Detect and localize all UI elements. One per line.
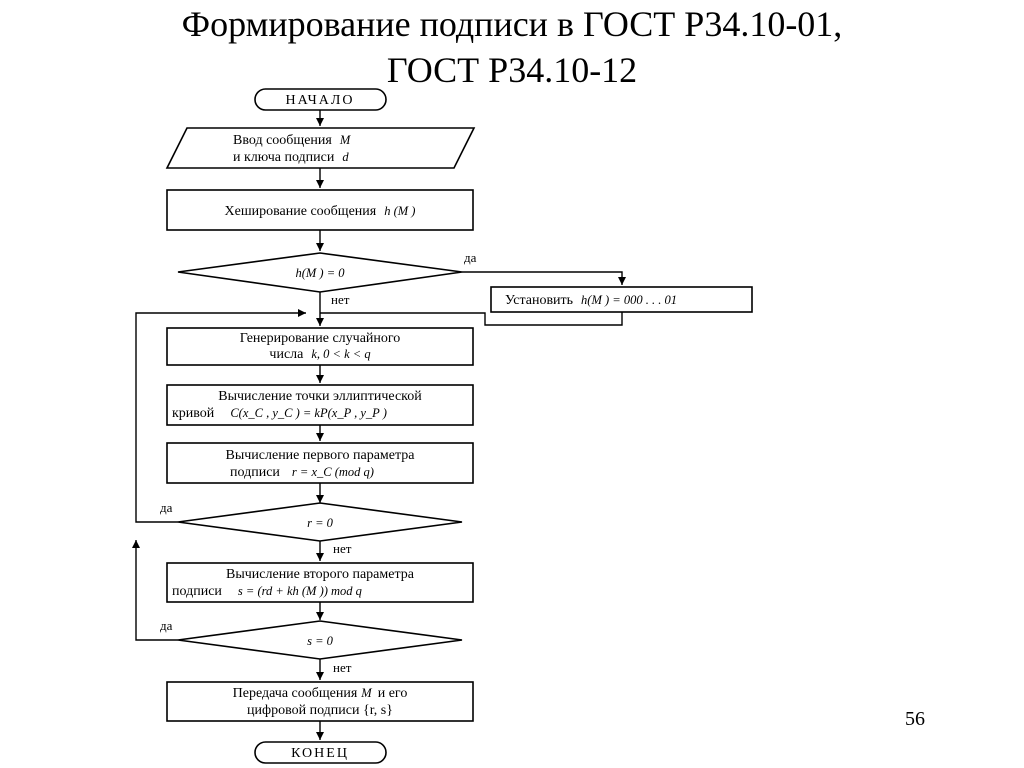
point-line-1: Вычисление точки эллиптической [218,389,422,404]
check-h-condition: h(M ) = 0 [295,266,345,280]
start-terminator: НАЧАЛО [254,88,387,111]
end-label: КОНЕЦ [291,746,349,761]
check-r-decision: r = 0 да нет [160,500,463,556]
slide-title-line-2: ГОСТ Р34.10-12 [386,50,638,90]
loop-r-zero-yes [135,309,306,523]
r-param-line-1: Вычисление первого параметра [226,448,416,463]
check-h-no-label: нет [331,292,350,307]
end-terminator: КОНЕЦ [254,741,387,764]
check-s-yes-label: да [160,618,173,633]
loop-s-zero-yes [132,540,178,641]
arrow-set-h-return [320,312,623,326]
check-r-no-label: нет [333,541,352,556]
check-s-no-label: нет [333,660,352,675]
check-r-yes-label: да [160,500,173,515]
gen-k-line-1: Генерирование случайного [240,331,401,346]
check-s-decision: s = 0 да нет [160,618,463,675]
start-label: НАЧАЛО [286,93,355,108]
arrow-check-h-yes [462,271,626,285]
check-h-yes-label: да [464,250,477,265]
slide-title-line-1: Формирование подписи в ГОСТ Р34.10-01, [181,4,843,44]
output-line-2: цифровой подписи {r, s} [247,703,393,718]
check-s-condition: s = 0 [307,634,334,648]
check-r-condition: r = 0 [307,516,334,530]
connectors [132,110,626,740]
s-param-line-1: Вычисление второго параметра [226,567,415,582]
page-number: 56 [905,708,925,730]
check-h-decision: h(M ) = 0 да нет [177,250,477,307]
